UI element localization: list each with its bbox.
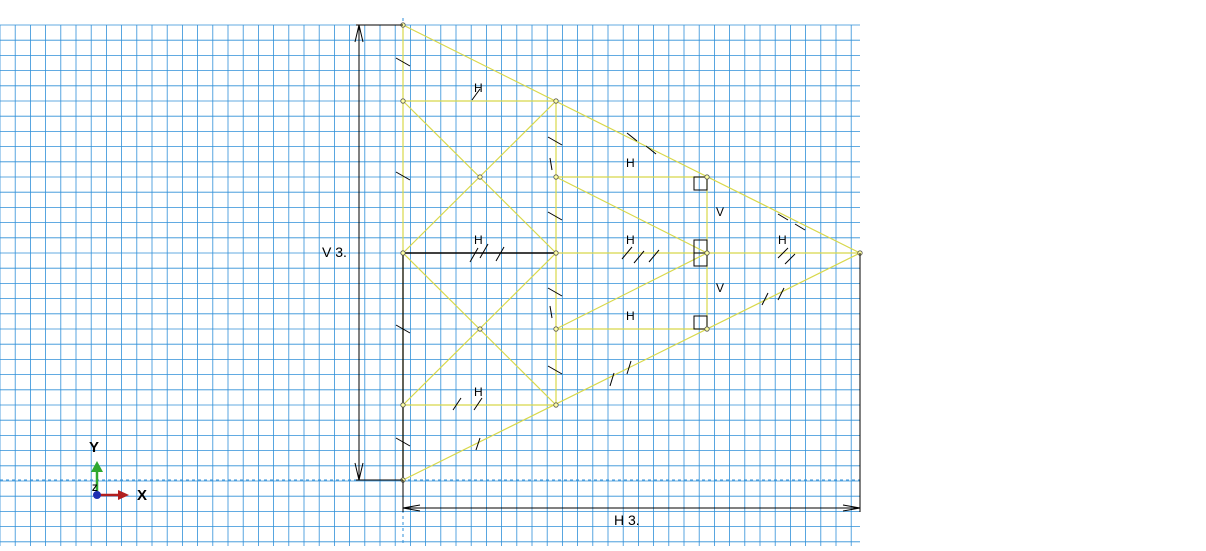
truss-edge[interactable] [402,24,861,254]
sketch-vertex[interactable] [704,326,710,332]
constraint-tick-mark [549,305,553,319]
constraint-tick-mark [473,397,483,411]
constraint-tick-mark [633,250,645,264]
sketch-vertex[interactable] [553,326,559,332]
constraint-tick-mark [626,360,632,375]
hv-constraint-label: H [626,156,635,170]
constraint-tick-mark [479,243,489,259]
constraint-tick-mark [395,324,411,334]
sketch-vertex[interactable] [553,250,559,256]
dimension-arrowhead-right [842,504,861,512]
constraint-tick-mark [495,246,505,262]
constraint-tick-mark [777,287,785,301]
constraint-tick-mark [471,88,481,101]
sketch-vertex[interactable] [704,250,710,256]
sketch-vertex[interactable] [553,402,559,408]
constraint-tick-mark [777,213,789,221]
dimension-vertical[interactable] [354,24,403,481]
perpendicular-constraint-square [693,239,708,254]
perpendicular-constraint-square [693,315,708,330]
perpendicular-constraints [693,176,708,330]
constraint-tick-mark [648,249,660,263]
dimension-arrowhead-bottom [354,462,364,481]
constraint-tick-mark [626,132,638,142]
constraint-tick-mark [761,292,769,306]
sketch-vertex[interactable] [400,98,406,104]
sketch-vertex[interactable] [477,326,483,332]
hv-constraint-label: H [778,233,787,247]
perpendicular-constraint-square [693,176,708,191]
dimension-arrowhead-left [402,504,421,512]
truss-edge[interactable] [555,252,708,330]
constraint-tick-mark [547,365,563,375]
constraint-tick-mark [784,253,796,265]
constraint-tick-mark [549,157,553,171]
constraint-tick-mark [395,437,411,447]
constraint-tick-mark [547,136,563,146]
hv-constraint-label: H [626,309,635,323]
dimension-vertical-label[interactable]: V 3. [322,244,347,260]
constraint-tick-mark [547,211,563,221]
constraint-tick-mark [777,247,789,259]
sketch-vertex[interactable] [553,174,559,180]
sketch-grid [0,24,860,546]
truss-edge[interactable] [402,252,861,481]
constraint-tick-mark [469,247,479,263]
sketch-vertex[interactable] [704,174,710,180]
dimension-horizontal[interactable] [402,253,861,512]
triad-z-axis-icon [93,491,101,499]
sketch-vertices[interactable] [400,22,863,483]
triad-y-label: Y [89,439,99,456]
constraint-tick-mark [547,287,563,297]
hv-constraint-label: V [716,281,724,295]
constraint-tick-mark [395,57,411,67]
constraint-tick-mark [609,372,615,387]
constraint-tick-mark [794,223,806,231]
truss-edge[interactable] [555,176,708,254]
sketch-vertex[interactable] [400,402,406,408]
constraint-ticks [395,57,806,451]
coordinate-triad: Y X Z [89,439,147,504]
sketch-vertex[interactable] [400,250,406,256]
hv-constraint-label: H [474,385,483,399]
constraint-tick-mark [452,397,462,411]
triad-y-arrow-icon [91,461,103,472]
dimension-horizontal-label[interactable]: H 3. [614,512,640,528]
dimension-arrowhead-top [354,24,364,43]
hv-constraint-label: H [626,233,635,247]
hv-constraint-labels: H H H H H H H V V [474,81,787,399]
triad-x-label: X [137,487,147,504]
constraint-tick-mark [621,246,633,260]
hv-constraint-label: V [716,205,724,219]
triad-z-label: Z [92,483,98,493]
triad-x-arrow-icon [118,490,129,500]
constraint-tick-mark [395,171,411,181]
constraint-tick-mark [475,437,481,451]
perpendicular-constraint-square [693,252,708,267]
hv-constraint-label: H [474,81,483,95]
sketch-vertex[interactable] [477,174,483,180]
constraint-tick-mark [645,145,657,155]
hv-constraint-label: H [474,233,483,247]
sketch-vertex[interactable] [553,98,559,104]
